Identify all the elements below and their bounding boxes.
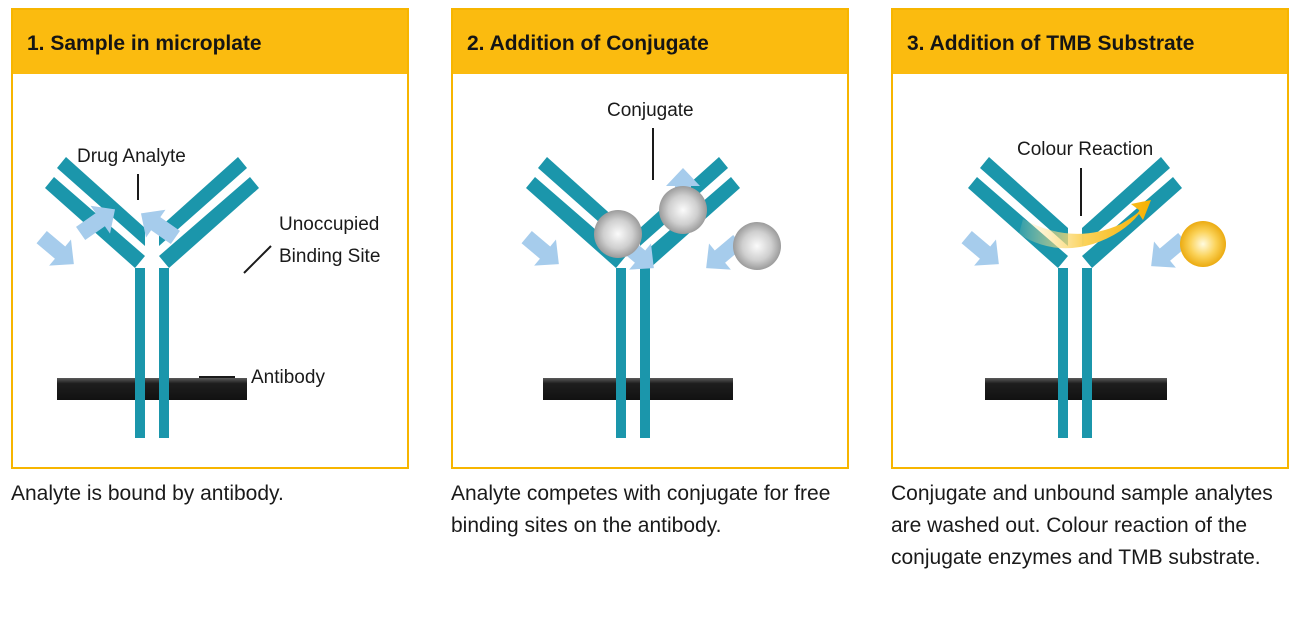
caption-1: Analyte is bound by antibody. bbox=[11, 482, 284, 505]
binding-site-label: Binding Site bbox=[279, 246, 380, 267]
caption-3: Conjugate and unbound sample analytes ar… bbox=[891, 482, 1273, 569]
panel-addition-of-tmb-substrate: 3. Addition of TMB Substrate Colour Reac… bbox=[891, 8, 1289, 469]
colour-reaction-label: Colour Reaction bbox=[1017, 139, 1153, 160]
panel-header: 2. Addition of Conjugate bbox=[453, 10, 847, 74]
panel-title: 1. Sample in microplate bbox=[27, 32, 262, 55]
analyte-arrow-bound-left bbox=[955, 224, 1010, 278]
diagram-sample: Drug Analyte Unoccupied Binding Site Ant… bbox=[30, 146, 380, 438]
binding-site-pointer bbox=[243, 245, 272, 274]
conjugate-ball bbox=[594, 210, 642, 258]
analyte-arrow-bound-left bbox=[515, 224, 570, 278]
panel-header: 3. Addition of TMB Substrate bbox=[893, 10, 1287, 74]
microplate bbox=[543, 378, 733, 400]
conjugate-ball bbox=[733, 222, 781, 270]
microplate bbox=[57, 378, 247, 400]
analyte-arrow-bound-left bbox=[30, 224, 85, 278]
panel-title: 2. Addition of Conjugate bbox=[467, 32, 709, 55]
microplate bbox=[985, 378, 1167, 400]
drug-analyte-label: Drug Analyte bbox=[77, 146, 186, 167]
enzyme-ball bbox=[1180, 221, 1226, 267]
panel-title: 3. Addition of TMB Substrate bbox=[907, 32, 1195, 55]
conjugate-label: Conjugate bbox=[607, 100, 694, 121]
diagram-conjugate: Conjugate bbox=[515, 100, 781, 438]
antibody-label: Antibody bbox=[251, 367, 325, 388]
caption-2: Analyte competes with conjugate for free… bbox=[451, 482, 831, 537]
panel-header: 1. Sample in microplate bbox=[13, 10, 407, 74]
unoccupied-label: Unoccupied bbox=[279, 214, 379, 235]
diagram-tmb: Colour Reaction bbox=[955, 139, 1226, 438]
panel-sample-in-microplate: 1. Sample in microplate Drug Analyte Uno… bbox=[11, 8, 409, 469]
conjugate-ball bbox=[659, 186, 707, 234]
panel-addition-of-conjugate: 2. Addition of Conjugate Conjugate bbox=[451, 8, 849, 469]
colour-reaction-swoosh bbox=[1019, 200, 1151, 249]
